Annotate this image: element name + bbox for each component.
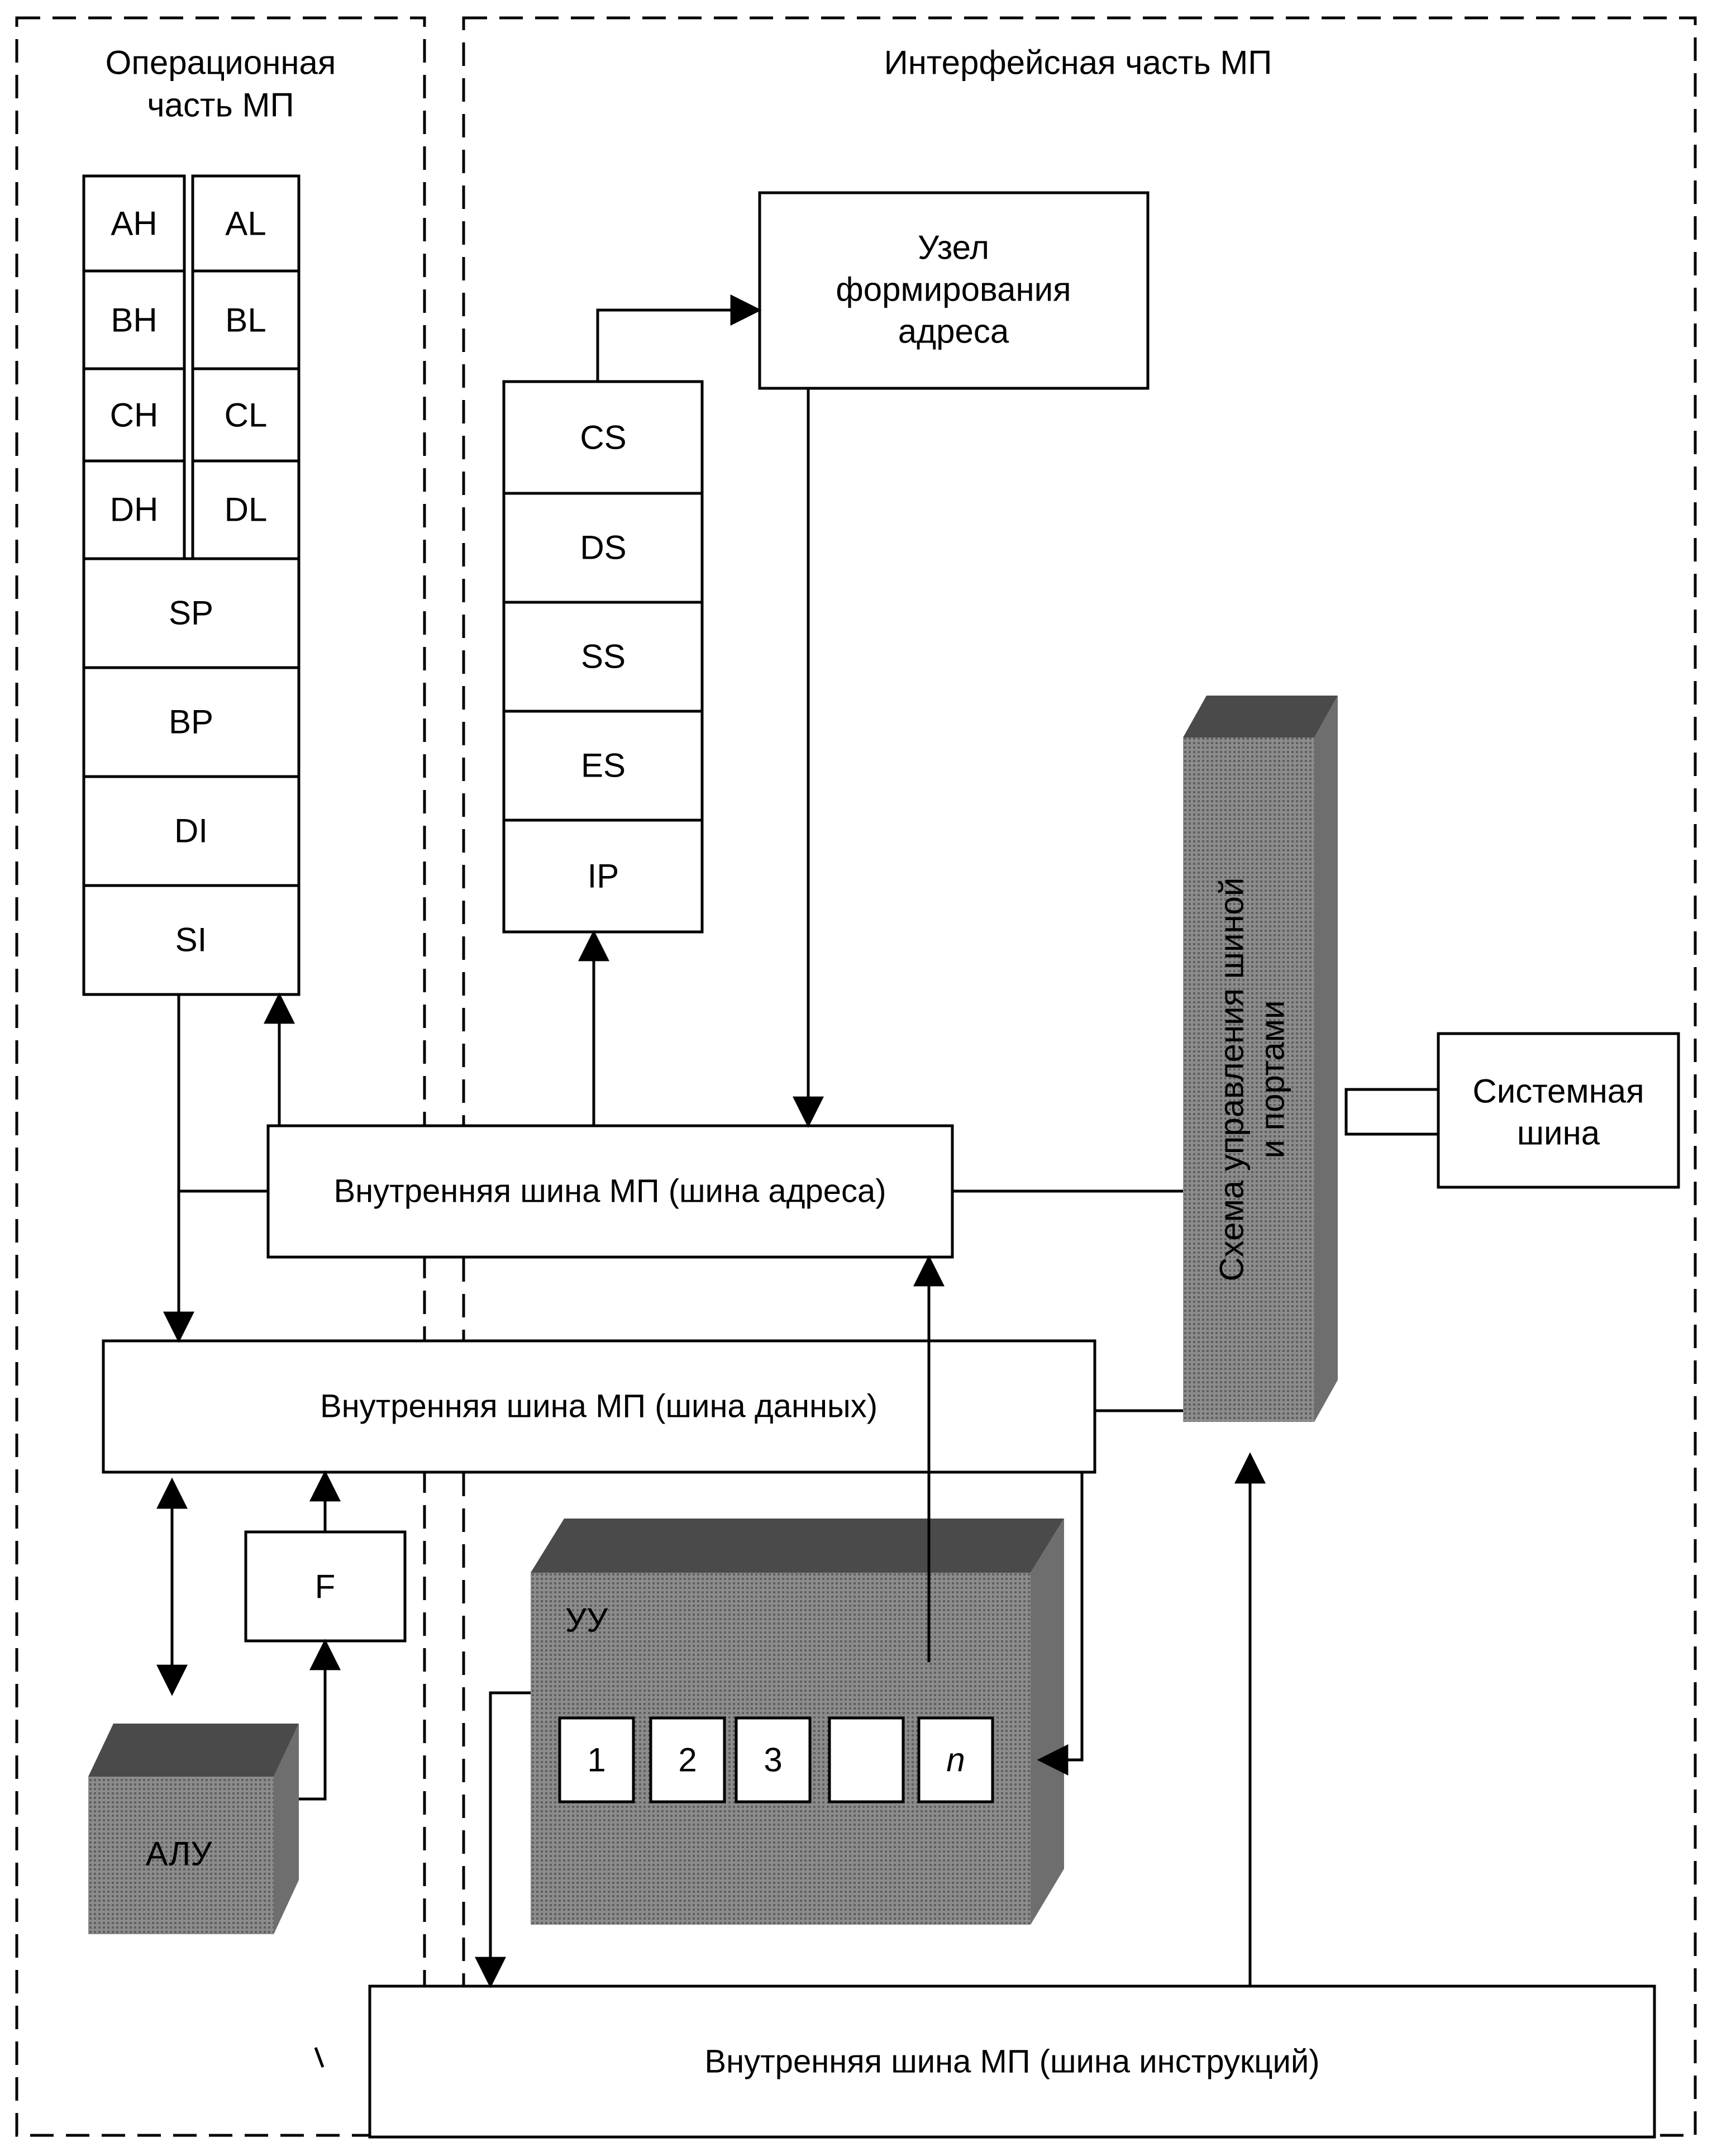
system-bus bbox=[1437, 1032, 1680, 1189]
address-unit-label-3: адреса bbox=[898, 313, 1009, 350]
segment-registers: CS DS SS ES IP bbox=[502, 380, 704, 934]
address-unit-label-2: формирования bbox=[836, 271, 1071, 308]
register-ip: IP bbox=[588, 858, 619, 895]
operational-section-title: Операционная bbox=[106, 44, 336, 82]
register-si: SI bbox=[175, 921, 207, 959]
stray-mark bbox=[314, 2047, 325, 2068]
bus-controller-label-2: и портами bbox=[1254, 1000, 1291, 1158]
address-unit-label-1: Узел bbox=[918, 229, 989, 266]
control-unit: УУ 1 2 3 n bbox=[531, 1519, 1064, 1925]
bus-controller: Схема управления шиной и портами bbox=[1183, 696, 1338, 1422]
control-unit-label: УУ bbox=[565, 1602, 608, 1639]
register-di: DI bbox=[174, 812, 208, 850]
operational-section-frame bbox=[15, 16, 426, 2137]
address-unit bbox=[758, 191, 1150, 390]
pointer-registers: SP BP DI SI bbox=[82, 557, 301, 996]
queue-cell-n: n bbox=[946, 1741, 965, 1779]
register-bl: BL bbox=[225, 302, 266, 339]
instruction-queue: 1 2 3 n bbox=[558, 1716, 994, 1803]
register-cl: CL bbox=[225, 397, 268, 434]
address-bus bbox=[266, 1124, 954, 1259]
register-ch: CH bbox=[110, 397, 159, 434]
register-bh: BH bbox=[111, 302, 157, 339]
register-ss: SS bbox=[581, 638, 626, 675]
system-bus-connector bbox=[1344, 1088, 1440, 1136]
system-bus-label-1: Системная bbox=[1472, 1073, 1644, 1110]
instruction-bus bbox=[368, 1984, 1656, 2139]
queue-cell-1: 1 bbox=[587, 1741, 605, 1779]
register-ds: DS bbox=[580, 529, 626, 567]
register-ah: AH bbox=[111, 205, 157, 242]
queue-cell-2: 2 bbox=[678, 1741, 697, 1779]
bus-controller-label-1: Схема управления шиной bbox=[1213, 878, 1251, 1282]
connections bbox=[156, 294, 1266, 1988]
queue-cell-3: 3 bbox=[764, 1741, 782, 1779]
register-al: AL bbox=[225, 205, 266, 242]
register-dh: DH bbox=[110, 491, 159, 529]
address-bus-label: Внутренняя шина МП (шина адреса) bbox=[333, 1173, 886, 1210]
register-bp: BP bbox=[169, 703, 213, 741]
interface-section-frame bbox=[462, 16, 1697, 2137]
system-bus-label-2: шина bbox=[1517, 1115, 1600, 1152]
alu-label: АЛУ bbox=[146, 1835, 213, 1873]
register-cs: CS bbox=[580, 419, 626, 456]
flags-label: F bbox=[315, 1568, 336, 1606]
flags-register bbox=[244, 1530, 407, 1643]
interface-section-title: Интерфейсная часть МП bbox=[884, 44, 1272, 82]
operational-section-title-2: часть МП bbox=[147, 87, 294, 124]
alu: АЛУ bbox=[88, 1724, 299, 1934]
register-es: ES bbox=[581, 747, 626, 784]
data-bus-label: Внутренняя шина МП (шина данных) bbox=[320, 1388, 878, 1425]
general-registers: AH AL BH BL CH CL DH DL bbox=[82, 174, 301, 560]
register-dl: DL bbox=[225, 491, 268, 529]
register-sp: SP bbox=[169, 594, 213, 632]
instruction-bus-label: Внутренняя шина МП (шина инструкций) bbox=[704, 2044, 1319, 2080]
